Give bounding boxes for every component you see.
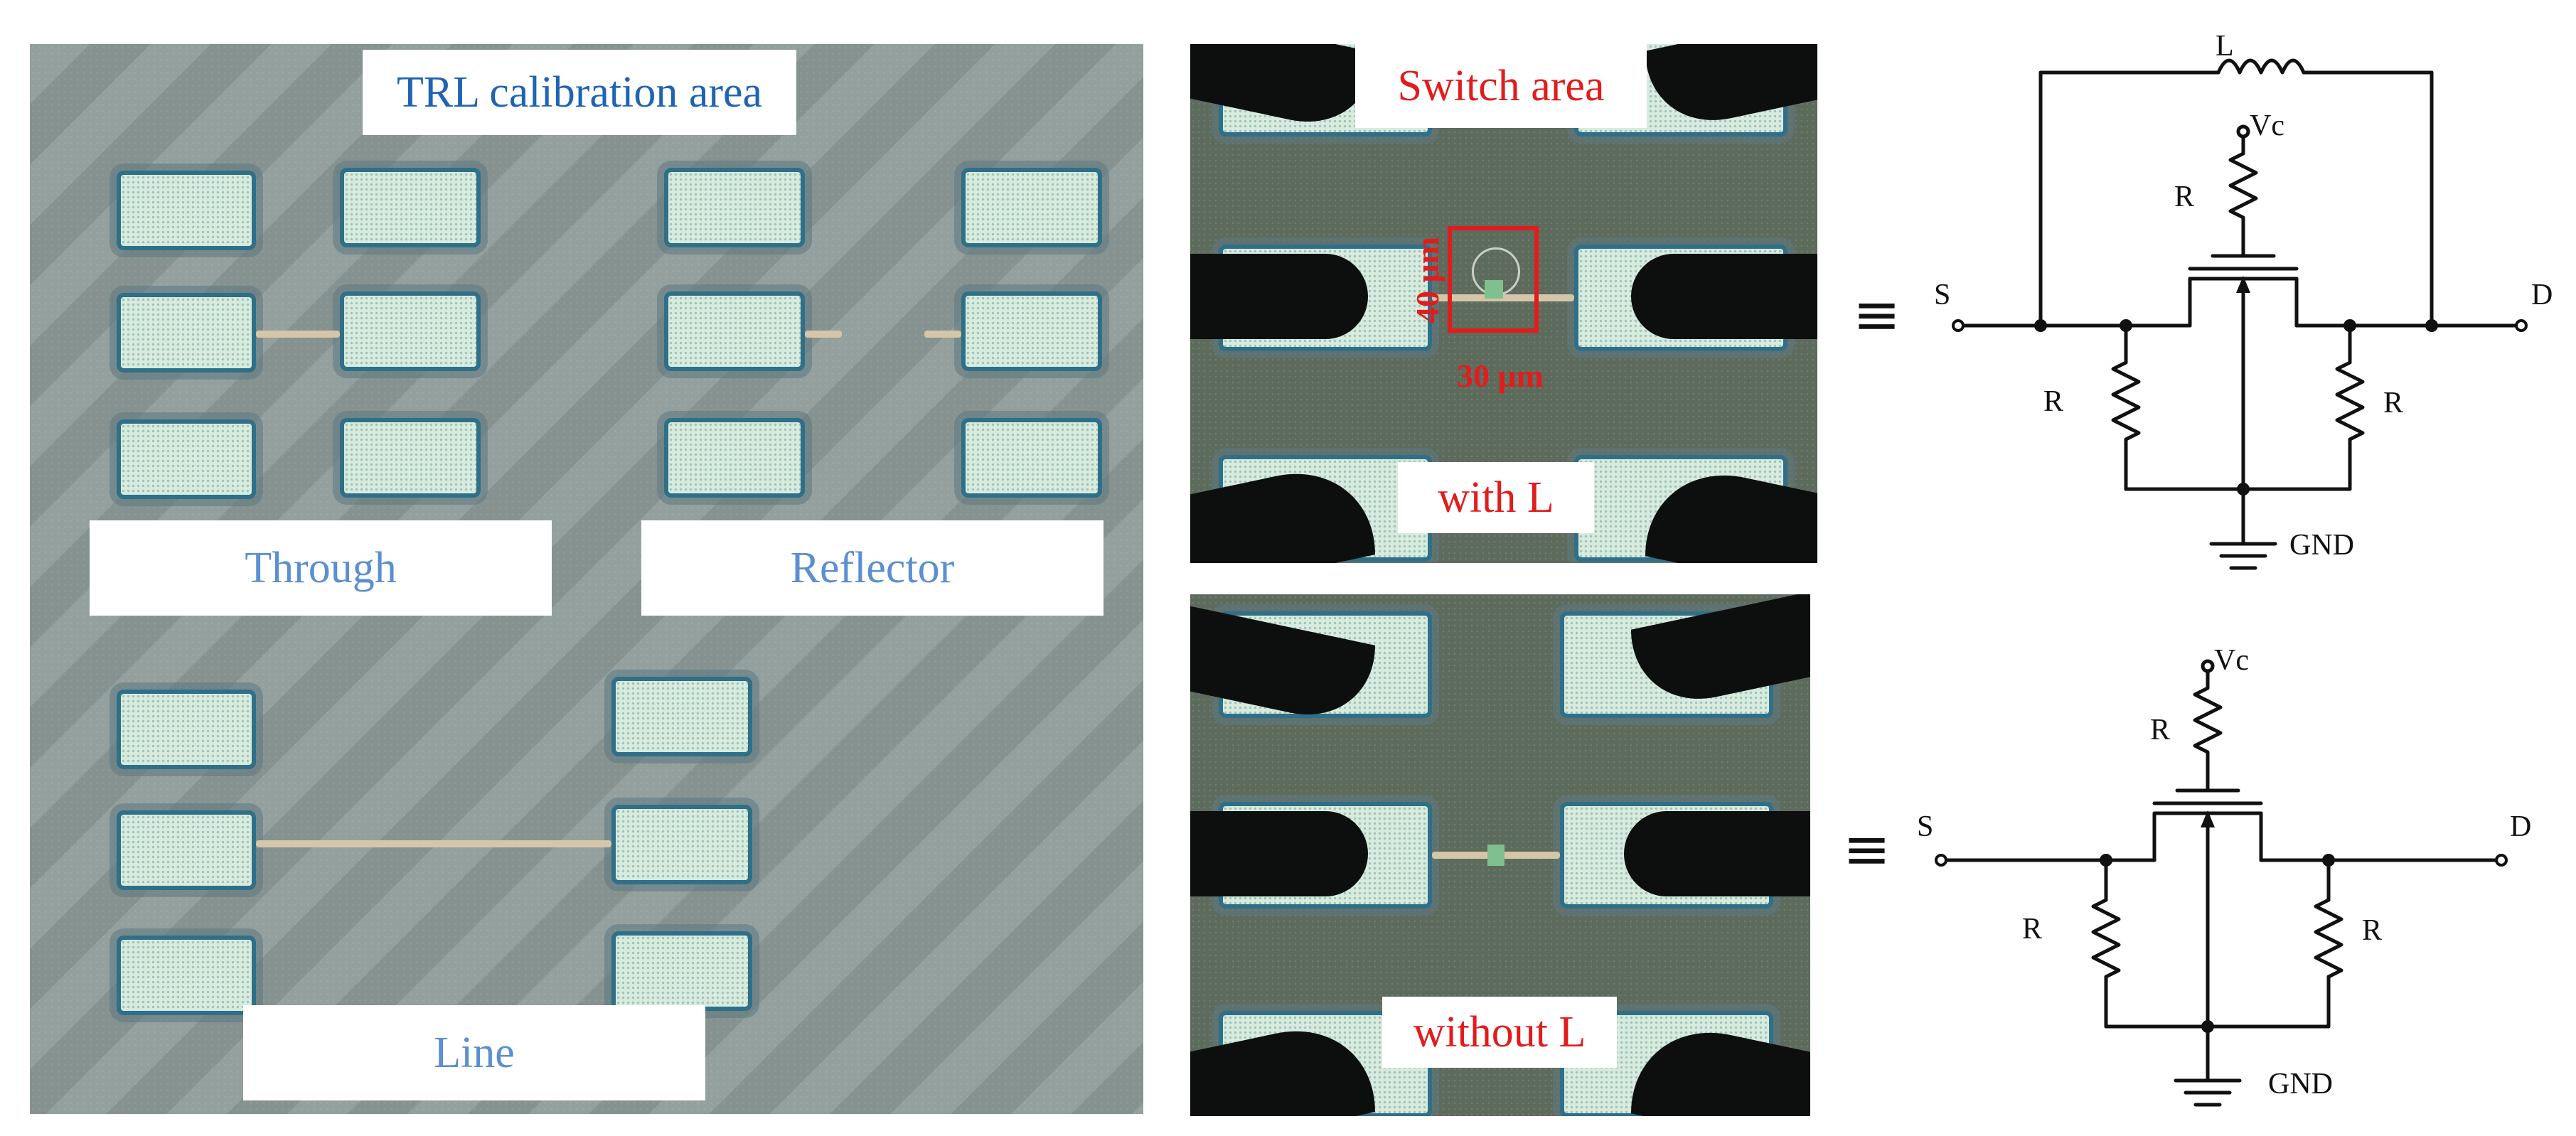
source-label: S [1934, 279, 1950, 311]
with-l-caption: with L [1398, 462, 1594, 533]
junction-dots-2 [2100, 854, 2335, 1033]
trl-calibration-panel: TRL calibration area Through Reflector L… [30, 44, 1143, 1114]
gnd-label: GND [2289, 529, 2354, 562]
through-pad-right-mid [340, 291, 481, 371]
left-resistor-label-2: R [2022, 913, 2042, 945]
reflector-stub-left [805, 331, 842, 338]
right-resistor-label: R [2383, 387, 2403, 419]
line-pad-right-top [611, 677, 752, 756]
through-pad-left-mid [117, 293, 256, 373]
switch-device-gate [1485, 280, 1503, 299]
source-terminal-2 [1935, 854, 1947, 867]
switch2-device-gate [1487, 845, 1505, 866]
through-trace [256, 331, 340, 338]
right-resistor-label-2: R [2362, 914, 2382, 947]
left-resistor-2 [2091, 898, 2121, 979]
probe2-mr [1624, 811, 1810, 896]
dim-horizontal-label: 30 μm [1457, 358, 1544, 394]
through-pad-right-top [340, 168, 481, 247]
probe-mr [1631, 254, 1817, 339]
drain-terminal [2515, 319, 2528, 332]
gate-resistor-2 [2193, 676, 2223, 764]
reflector-pad-left-bot [664, 418, 805, 498]
reflector-pad-right-bot [961, 418, 1102, 498]
line-pad-right-mid [611, 805, 752, 884]
reflector-label: Reflector [641, 520, 1103, 616]
line-pad-left-bot [117, 936, 256, 1015]
right-resistor [2335, 360, 2365, 441]
left-resistor [2111, 360, 2141, 441]
through-pad-right-bot [340, 418, 481, 498]
gate-resistor [2228, 141, 2258, 230]
drain-label-2: D [2510, 810, 2531, 843]
inductor-label: L [2216, 30, 2234, 63]
body-arrow [2236, 276, 2250, 293]
probe2-ml [1190, 811, 1368, 896]
gnd-label-2: GND [2268, 1068, 2333, 1100]
right-resistor-2 [2314, 898, 2343, 979]
through-pad-left-top [117, 171, 256, 250]
left-resistor-label: R [2043, 385, 2063, 418]
gate-resistor-label-2: R [2150, 714, 2170, 746]
junction-dots [2034, 319, 2438, 495]
line-label: Line [243, 1005, 705, 1100]
drain-terminal-2 [2495, 854, 2508, 867]
vc-label: Vc [2250, 109, 2284, 142]
switch-trace [1432, 294, 1574, 301]
source-label-2: S [1917, 810, 1933, 843]
through-label: Through [90, 520, 552, 616]
equivalence-symbol-top: ≡ [1853, 282, 1901, 348]
vc-label-2: Vc [2214, 644, 2249, 677]
line-trace [256, 840, 611, 847]
line-pad-right-bot [611, 931, 752, 1011]
gate-resistor-label: R [2174, 181, 2194, 213]
inductor-coil [2216, 58, 2306, 75]
line-pad-left-mid [117, 810, 256, 890]
reflector-pad-right-mid [961, 291, 1102, 371]
through-pad-left-bot [117, 419, 256, 499]
source-terminal [1952, 319, 1965, 332]
equivalence-symbol-bottom: ≡ [1843, 816, 1891, 882]
trl-title-label: TRL calibration area [363, 50, 796, 135]
switch-area-title: Switch area [1355, 44, 1647, 128]
switch-with-l-panel: 40 μm 30 μm Switch area with L [1190, 44, 1817, 563]
line-pad-left-top [117, 690, 256, 769]
reflector-pad-right-top [961, 168, 1102, 247]
drain-label: D [2531, 279, 2553, 311]
body-arrow-2 [2201, 810, 2215, 827]
reflector-pad-left-top [664, 168, 805, 247]
reflector-stub-right [924, 331, 961, 338]
switch-highlight-box [1448, 226, 1539, 333]
reflector-pad-left-mid [664, 291, 805, 371]
switch-without-l-panel: without L [1190, 594, 1810, 1116]
dim-vertical-label: 40 μm [1409, 237, 1445, 323]
circuit-with-l: L Vc R S D R R GND [1934, 30, 2553, 570]
circuit-without-l: Vc R S D R R GND [1917, 644, 2531, 1107]
without-l-caption: without L [1382, 997, 1617, 1068]
probe-ml [1190, 254, 1368, 339]
